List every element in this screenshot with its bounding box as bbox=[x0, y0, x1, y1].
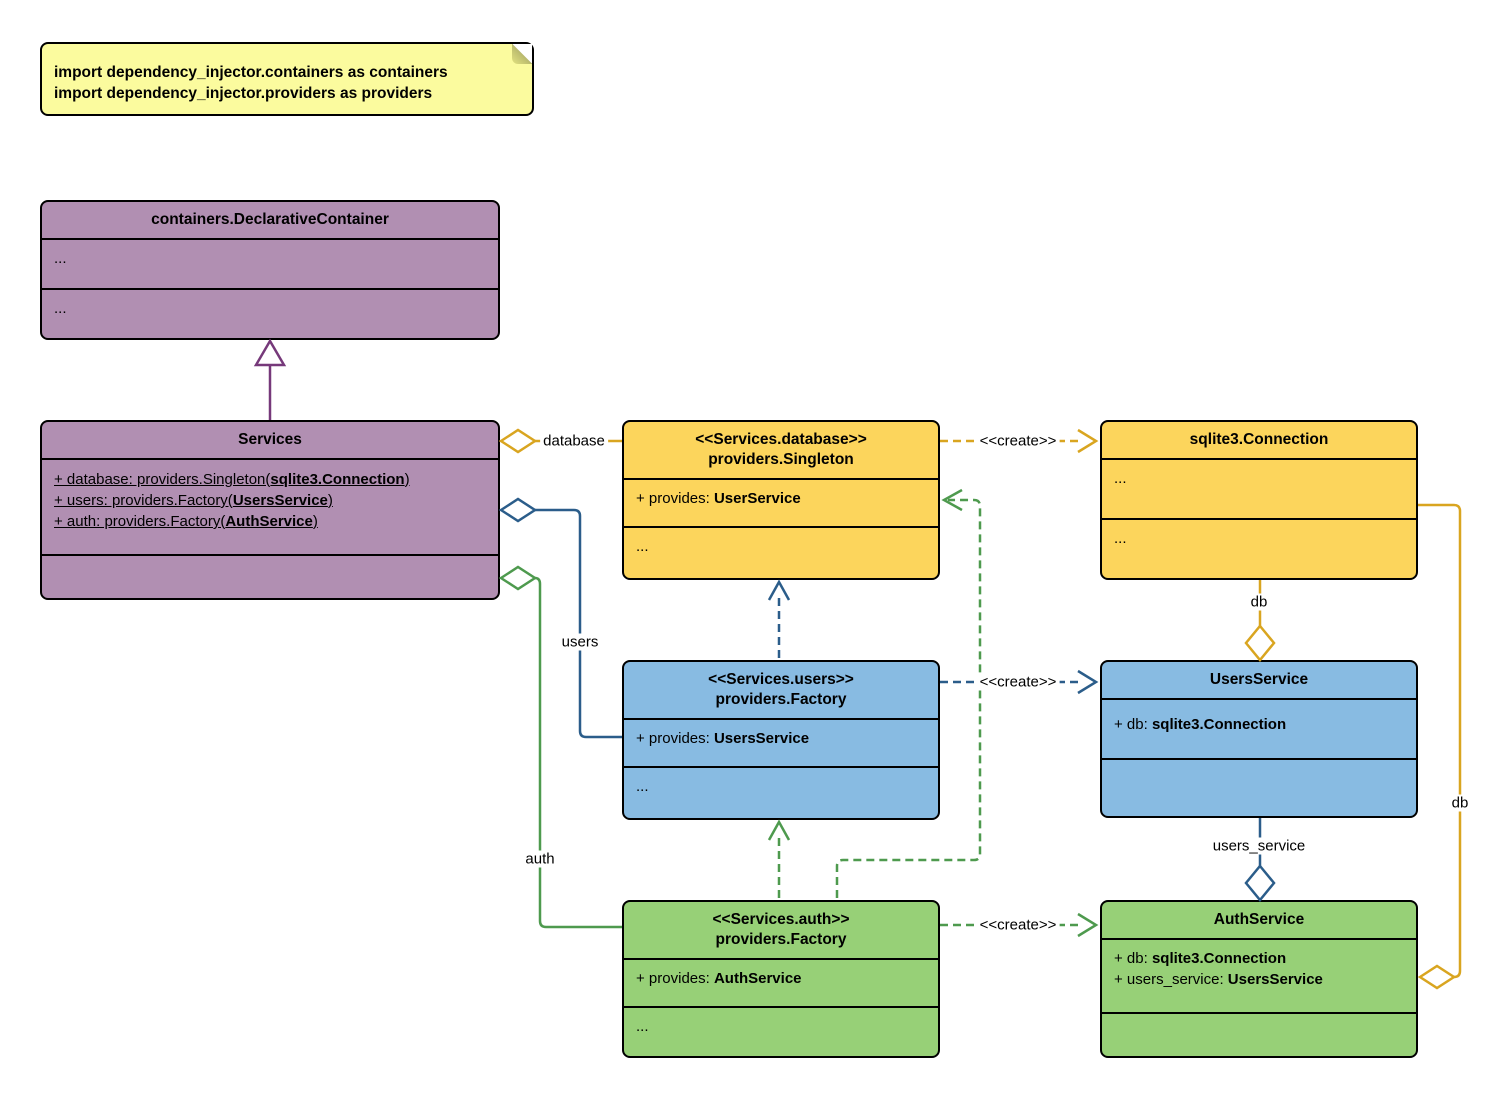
class-methods-section: ... bbox=[636, 1018, 649, 1035]
class-methods-section bbox=[42, 556, 498, 598]
edge-db-right bbox=[1418, 503, 1462, 979]
open-arrow-icon bbox=[1077, 428, 1099, 454]
class-title: sqlite3.Connection bbox=[1102, 422, 1416, 460]
class-title: <<Services.auth>> providers.Factory bbox=[624, 902, 938, 960]
attribute-provides: + provides: AuthService bbox=[636, 970, 802, 987]
attribute-users-service: + users_service: UsersService bbox=[1114, 971, 1323, 988]
class-attributes-section: + db: sqlite3.Connection bbox=[1102, 700, 1416, 760]
class-methods-section: ... bbox=[1114, 530, 1127, 547]
attribute-database: + database: providers.Singleton(sqlite3.… bbox=[54, 471, 410, 488]
class-title: AuthService bbox=[1102, 902, 1416, 940]
class-title: UsersService bbox=[1102, 662, 1416, 700]
class-methods-section: ... bbox=[636, 538, 649, 555]
aggregation-diamond-icon bbox=[1244, 864, 1276, 902]
attribute-users: + users: providers.Factory(UsersService) bbox=[54, 492, 333, 509]
attribute-db: + db: sqlite3.Connection bbox=[1114, 716, 1287, 733]
open-arrow-icon bbox=[767, 579, 791, 601]
class-stereotype: <<Services.database>> bbox=[695, 431, 867, 448]
class-sqlite3-connection[interactable]: sqlite3.Connection ... ... bbox=[1100, 420, 1418, 580]
note-line-2: import dependency_injector.providers as … bbox=[54, 85, 433, 102]
open-arrow-icon bbox=[941, 488, 963, 512]
edge-label-db-right: db bbox=[1448, 794, 1472, 812]
attribute-db: + db: sqlite3.Connection bbox=[1114, 950, 1287, 967]
class-methods-section: ... bbox=[54, 300, 67, 317]
class-users-service[interactable]: UsersService + db: sqlite3.Connection bbox=[1100, 660, 1418, 818]
edge-auth bbox=[534, 576, 622, 929]
open-arrow-icon bbox=[767, 819, 791, 841]
aggregation-diamond-icon bbox=[498, 497, 538, 523]
class-auth-service[interactable]: AuthService + db: sqlite3.Connection + u… bbox=[1100, 900, 1418, 1058]
class-attributes-section: ... bbox=[42, 240, 498, 290]
open-arrow-icon bbox=[1077, 669, 1099, 695]
edge-label-create-auth: <<create>> bbox=[976, 916, 1060, 934]
edge-label-database: database bbox=[540, 432, 608, 450]
class-declarative-container[interactable]: containers.DeclarativeContainer ... ... bbox=[40, 200, 500, 340]
class-methods-section bbox=[1102, 1014, 1416, 1056]
class-attributes-section: + database: providers.Singleton(sqlite3.… bbox=[42, 460, 498, 556]
edge-label-auth: auth bbox=[522, 850, 558, 868]
edge-label-users: users bbox=[558, 633, 602, 651]
attribute-auth: + auth: providers.Factory(AuthService) bbox=[54, 513, 318, 530]
class-title: containers.DeclarativeContainer bbox=[42, 202, 498, 240]
aggregation-diamond-icon bbox=[498, 565, 538, 591]
edge-users bbox=[535, 508, 622, 739]
edge-label-create-users: <<create>> bbox=[976, 673, 1060, 691]
class-database-singleton[interactable]: <<Services.database>> providers.Singleto… bbox=[622, 420, 940, 580]
class-title: <<Services.users>> providers.Factory bbox=[624, 662, 938, 720]
import-note[interactable]: import dependency_injector.containers as… bbox=[40, 42, 534, 116]
generalization-triangle-icon bbox=[253, 338, 287, 367]
class-methods-section bbox=[1102, 760, 1416, 816]
aggregation-diamond-icon bbox=[498, 428, 538, 454]
class-services[interactable]: Services + database: providers.Singleton… bbox=[40, 420, 500, 600]
class-attributes-section: + db: sqlite3.Connection + users_service… bbox=[1102, 940, 1416, 1014]
class-attributes-section: + provides: UserService bbox=[624, 480, 938, 528]
aggregation-diamond-icon bbox=[1417, 964, 1457, 990]
class-stereotype: <<Services.auth>> bbox=[712, 911, 850, 928]
class-users-factory[interactable]: <<Services.users>> providers.Factory + p… bbox=[622, 660, 940, 820]
note-line-1: import dependency_injector.containers as… bbox=[54, 64, 448, 81]
attribute-provides: + provides: UserService bbox=[636, 490, 801, 507]
class-title: Services bbox=[42, 422, 498, 460]
class-title: <<Services.database>> providers.Singleto… bbox=[624, 422, 938, 480]
class-methods-section: ... bbox=[636, 778, 649, 795]
edge-label-create-db: <<create>> bbox=[976, 432, 1060, 450]
open-arrow-icon bbox=[1077, 912, 1099, 938]
aggregation-diamond-icon bbox=[1244, 624, 1276, 662]
class-attributes-section: + provides: AuthService bbox=[624, 960, 938, 1008]
edge-label-users-service: users_service bbox=[1209, 837, 1309, 855]
class-attributes-section: + provides: UsersService bbox=[624, 720, 938, 768]
attribute-provides: + provides: UsersService bbox=[636, 730, 810, 747]
class-auth-factory[interactable]: <<Services.auth>> providers.Factory + pr… bbox=[622, 900, 940, 1058]
note-fold-corner-icon bbox=[512, 44, 532, 64]
class-attributes-section: ... bbox=[1102, 460, 1416, 520]
class-stereotype: <<Services.users>> bbox=[708, 671, 854, 688]
edge-label-db: db bbox=[1247, 593, 1271, 611]
